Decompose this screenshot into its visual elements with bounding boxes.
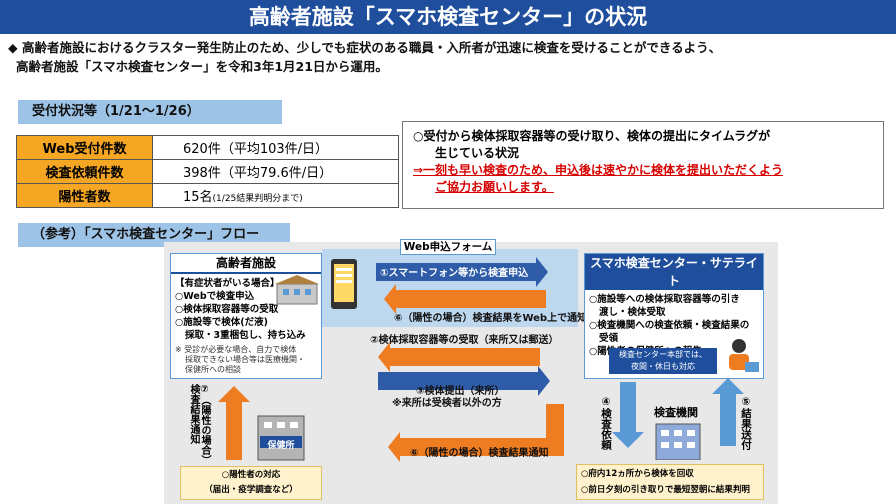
health-center-item: （届出・疫学調査など） (204, 485, 298, 495)
satellite-hours-box: 検査センター本部では、 夜間・休日も対応 (609, 348, 717, 374)
facility-item: ○施設等で検体(だ液) (175, 317, 268, 328)
notice-line-4: ご協力お願いします。 (435, 180, 554, 194)
step7-arrowhead (218, 386, 250, 402)
satellite-panel: スマホ検査センター・サテライト ○施設等への検体採取容器等の引き 渡し・検体受取… (584, 253, 764, 379)
health-center-item: ○陽性者の対応 (221, 470, 281, 480)
step3-label: ③検体提出（来所） (416, 386, 505, 397)
health-center-info-box: ○陽性者の対応 （届出・疫学調査など） (180, 466, 322, 500)
reception-table: Web受付件数 620件（平均103件/日） 検査依頼件数 398件（平均79.… (16, 135, 399, 208)
step6b-label: ⑥（陽性の場合）検査結果通知 (410, 448, 549, 459)
row-value: 620件（平均103件/日） (152, 135, 399, 160)
step5-arrowhead (712, 378, 744, 394)
satellite-item: 受領 (599, 333, 619, 344)
page-title: 高齢者施設「スマホ検査センター」の状況 (0, 0, 896, 34)
reception-header: 受付状況等（1/21～1/26） (18, 100, 282, 124)
step4-arrow (620, 382, 636, 434)
lab-info-box: ○府内12ヵ所から検体を回収 ○前日夕刻の引き取りで最短翌朝に結果判明 (576, 464, 764, 500)
facility-note-line: 採取できない場合等は医療機関・ (185, 355, 305, 364)
web-form-area (322, 249, 578, 327)
row-label: Web受付件数 (16, 135, 153, 160)
step4-label: ④検査依頼 (600, 396, 612, 450)
flow-header: （参考）「スマホ検査センター」フロー (18, 223, 290, 247)
facility-note-line: 保健所への相談 (185, 365, 241, 374)
step6b-arrow (388, 432, 564, 462)
satellite-title: スマホ検査センター・サテライト (585, 254, 763, 290)
table-row: Web受付件数 620件（平均103件/日） (16, 135, 399, 160)
row-label: 検査依頼件数 (16, 159, 153, 184)
intro-line-1: ◆ 高齢者施設におけるクラスター発生防止のため、少しでも症状のある職員・入所者が… (8, 40, 722, 55)
facility-building-icon (275, 275, 319, 305)
lab-label: 検査機関 (654, 406, 698, 419)
facility-note: ※ 受診が必要な場合、自力で検体 採取できない場合等は医療機関・ 保健所への相談 (171, 345, 321, 375)
table-row: 検査依頼件数 398件（平均79.6件/日） (16, 159, 399, 184)
row-label: 陽性者数 (16, 183, 153, 208)
step5-label: ⑤結果送付 (740, 396, 752, 450)
facility-item: ○Webで検査申込 (175, 291, 255, 302)
positive-count: 15名 (183, 190, 213, 205)
facility-note-line: ※ 受診が必要な場合、自力で検体 (175, 345, 297, 354)
satellite-hours-line: 夜間・休日も対応 (631, 362, 695, 371)
satellite-item: ○施設等への検体採取容器等の引き (589, 294, 740, 305)
health-center-building-icon (257, 415, 305, 461)
facility-panel: 高齢者施設 【有症状者がいる場合】 ○Webで検査申込 ○検体採取容器等の受取 … (170, 253, 322, 379)
operator-icon (729, 339, 759, 372)
health-center-label: 保健所 (267, 441, 295, 451)
satellite-item: ○検査機関への検査依頼・検査結果の (589, 320, 750, 331)
step3-arrow (378, 366, 550, 396)
intro-text: ◆ 高齢者施設におけるクラスター発生防止のため、少しでも症状のある職員・入所者が… (8, 38, 892, 76)
satellite-item: 渡し・検体受取 (599, 307, 666, 318)
step1-arrow (376, 257, 548, 287)
intro-line-2: 高齢者施設「スマホ検査センター」を令和3年1月21日から運用。 (16, 59, 388, 74)
lab-item: ○府内12ヵ所から検体を回収 (581, 469, 694, 479)
lab-building-icon (655, 423, 701, 460)
facility-item: ○検体採取容器等の受取 (175, 304, 279, 315)
facility-item: 【有症状者がいる場合】 (175, 278, 280, 289)
notice-line-1: ○受付から検体採取容器等の受け取り、検体の提出にタイムラグが (413, 129, 771, 143)
facility-items: 【有症状者がいる場合】 ○Webで検査申込 ○検体採取容器等の受取 ○施設等で検… (171, 274, 321, 345)
positive-note: (1/25結果判明分まで) (212, 194, 303, 204)
facility-title: 高齢者施設 (171, 254, 321, 274)
satellite-hours-line: 検査センター本部では、 (619, 350, 707, 359)
step4-arrowhead (612, 432, 644, 448)
web-form-label: Web申込フォーム (400, 239, 496, 255)
table-row: 陽性者数 15名(1/25結果判明分まで) (16, 183, 399, 208)
step7-arrow (226, 402, 242, 460)
step7-label: ⑦（陽性の場合）検査結果通知 (188, 384, 210, 460)
notice-box: ○受付から検体採取容器等の受け取り、検体の提出にタイムラグが 生じている状況 ⇒… (402, 121, 884, 209)
row-value: 398件（平均79.6件/日） (152, 159, 399, 184)
step2-arrow (378, 342, 540, 372)
row-value: 15名(1/25結果判明分まで) (152, 183, 399, 208)
step6a-label: ⑥（陽性の場合）検査結果をWeb上で通知 (394, 313, 588, 324)
step6a-arrow (384, 284, 546, 314)
notice-line-3: ⇒一刻も早い検査のため、申込後は速やかに検体を提出いただくよう (413, 163, 784, 177)
step3-note: ※来所は受検者以外の方 (392, 398, 502, 409)
notice-line-2: 生じている状況 (435, 146, 520, 160)
step2-label: ②検体採取容器等の受取（来所又は郵送） (370, 335, 559, 346)
facility-item: 採取・3重梱包し、持ち込み (185, 330, 306, 341)
lab-item: ○前日夕刻の引き取りで最短翌朝に結果判明 (581, 485, 750, 495)
smartphone-icon (331, 259, 357, 309)
step1-label: ①スマートフォン等から検査申込 (380, 268, 529, 279)
step5-arrow (720, 394, 736, 446)
